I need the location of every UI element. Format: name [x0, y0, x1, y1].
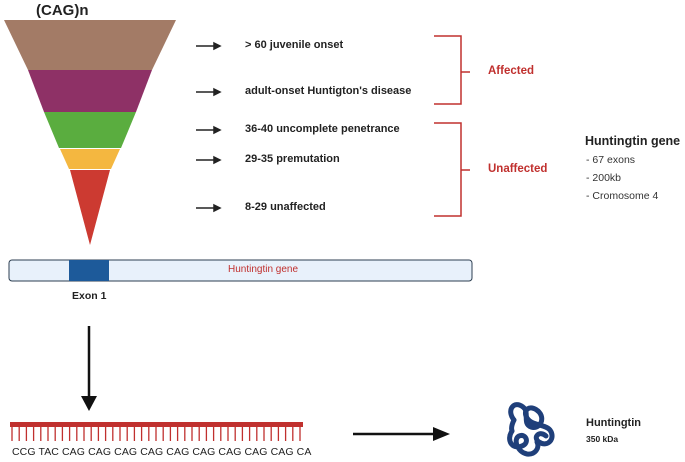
gene-bar-label: Huntingtin gene	[228, 264, 299, 275]
level-label-uncomplete-penetrance: 36-40 uncomplete penetrance	[245, 123, 400, 135]
funnel-segment-juvenile	[4, 20, 176, 70]
unaffected-bracket	[434, 122, 470, 217]
funnel-segment-unaffected	[70, 170, 110, 245]
affected-label: Affected	[488, 65, 535, 77]
level-label-unaffected: 8-29 unaffected	[245, 201, 326, 213]
gene-info-title: Huntingtin gene	[585, 134, 681, 148]
affected-bracket	[434, 35, 470, 105]
protein-name: Huntingtin	[586, 417, 641, 429]
protein-structure-icon	[507, 402, 555, 457]
unaffected-label: Unaffected	[488, 163, 548, 175]
funnel-segment-adult-onset	[28, 70, 152, 112]
gene-fact-chromosome: - Cromosome 4	[586, 190, 659, 202]
exon-label: Exon 1	[72, 290, 107, 302]
repeat-title: (CAG)n	[36, 2, 89, 19]
down-arrow	[81, 326, 97, 411]
exon-1-block	[69, 260, 109, 281]
level-label-juvenile: > 60 juvenile onset	[245, 39, 344, 51]
dna-strand	[10, 422, 303, 441]
level-arrows	[196, 41, 222, 213]
right-arrow	[353, 427, 450, 441]
protein-mass: 350 kDa	[586, 434, 619, 444]
gene-fact-exons: - 67 exons	[586, 154, 636, 166]
cag-sequence: CCG TAC CAG CAG CAG CAG CAG CAG CAG CAG …	[12, 446, 312, 458]
funnel-segment-premutation	[60, 149, 120, 169]
level-label-adult-onset: adult-onset Huntigton's disease	[245, 85, 412, 97]
gene-bar	[8, 259, 473, 282]
gene-fact-size: - 200kb	[586, 172, 622, 184]
funnel-segment-uncomplete-penetrance	[44, 112, 136, 148]
strand-backbone	[10, 422, 303, 427]
level-label-premutation: 29-35 premutation	[245, 153, 340, 165]
